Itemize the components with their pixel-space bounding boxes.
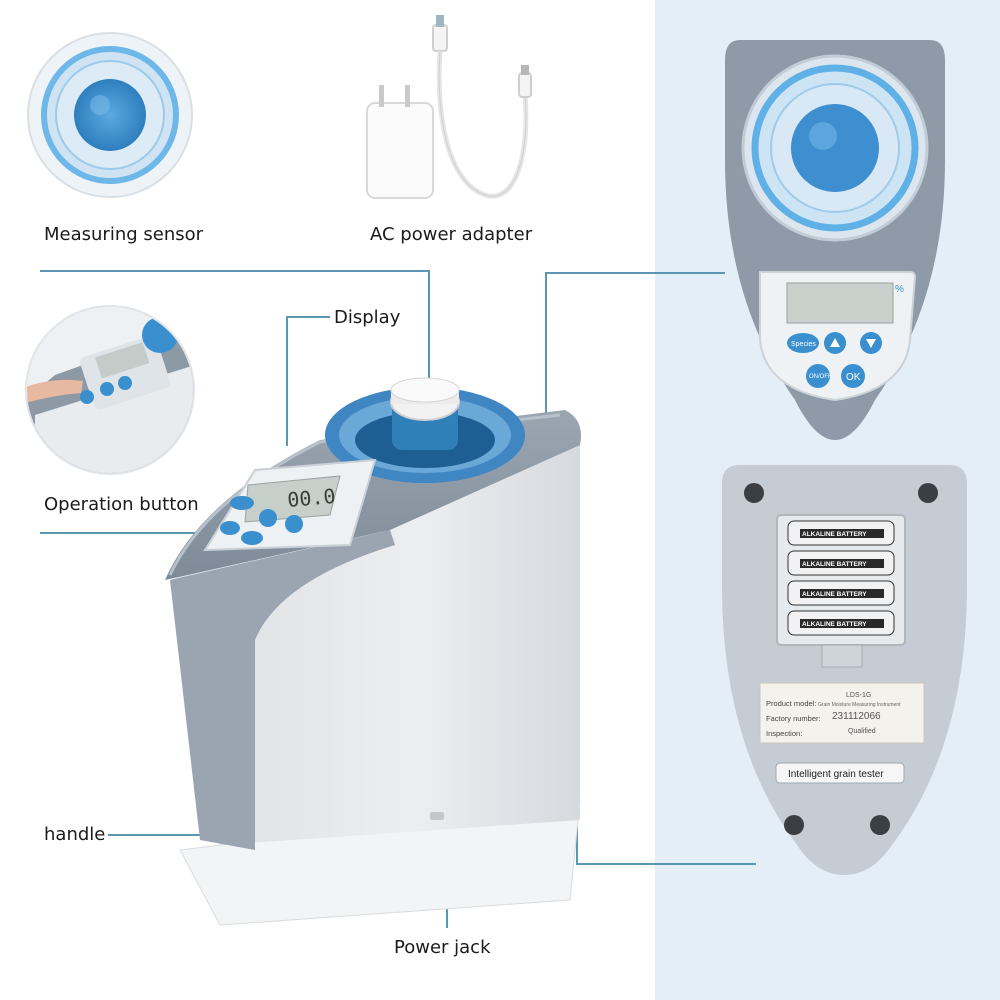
connector-line-top-down — [428, 270, 430, 385]
measuring-sensor-image — [27, 32, 193, 198]
operation-button-closeup — [25, 305, 195, 475]
connector-line-right-top-v — [545, 272, 547, 447]
device-lcd-reading: 00.0 — [286, 484, 336, 512]
battery-text-2: ALKALINE BATTERY — [802, 561, 867, 568]
ok-button-text: OK — [846, 372, 861, 383]
inspection-value: Qualified — [848, 728, 876, 735]
connector-line-top — [40, 270, 430, 272]
connector-line-handle — [108, 834, 200, 836]
handle-label: handle — [44, 824, 106, 845]
species-button-text: Species — [791, 341, 816, 348]
factory-number-value: 231112066 — [832, 711, 881, 722]
power-adapter-image — [366, 15, 532, 199]
onoff-button-text: ON/OFF — [809, 374, 832, 380]
connector-line-right-bottom-v — [576, 812, 578, 864]
connector-line-right-top-h — [545, 272, 725, 274]
connector-line-display-h — [286, 316, 330, 318]
product-model-label: Product model: — [766, 699, 816, 708]
operation-button-label: Operation button — [44, 494, 199, 515]
connector-line-right-bottom-h — [576, 863, 756, 865]
intelligent-grain-tester-tag: Intelligent grain tester — [788, 769, 884, 780]
battery-text-1: ALKALINE BATTERY — [802, 531, 867, 538]
product-desc: Grain Moisture Measuring Instrument — [818, 702, 901, 708]
inspection-label: Inspection: — [766, 729, 802, 738]
display-label: Display — [334, 307, 401, 328]
device-top-view: % Species ON/OFF OK — [725, 40, 945, 440]
battery-text-3: ALKALINE BATTERY — [802, 591, 867, 598]
ac-power-adapter-label: AC power adapter — [370, 224, 533, 245]
connector-line-operation — [40, 532, 250, 534]
product-model-value: LDS-1G — [846, 692, 871, 699]
factory-number-label: Factory number: — [766, 714, 821, 723]
battery-text-4: ALKALINE BATTERY — [802, 621, 867, 628]
device-back-view: ALKALINE BATTERY ALKALINE BATTERY ALKALI… — [722, 465, 967, 875]
power-jack-label: Power jack — [394, 937, 491, 958]
measuring-sensor-label: Measuring sensor — [44, 224, 204, 245]
connector-line-display-v — [286, 316, 288, 446]
grain-tester-device: 00.0 — [165, 377, 581, 926]
top-view-percent: % — [895, 284, 904, 295]
